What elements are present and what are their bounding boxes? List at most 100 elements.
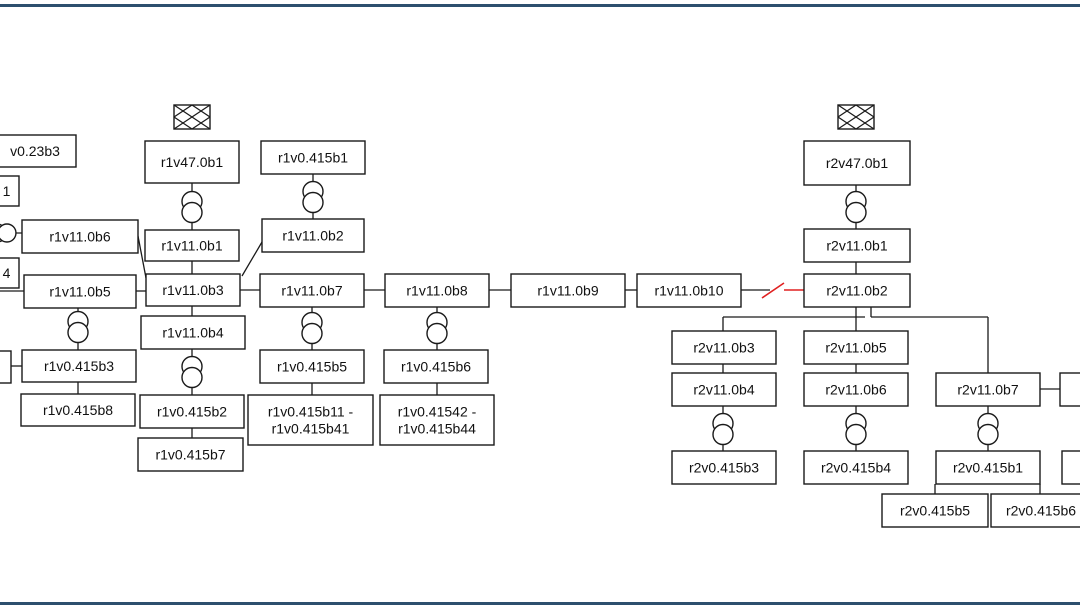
bus-node-box: [803, 140, 911, 186]
bus-node-box: [21, 219, 139, 254]
bus-node-label: r2v11.0b4: [693, 382, 754, 398]
bus-node: r1v11.0b5: [23, 274, 137, 309]
bus-node: r1v11.0b6: [21, 219, 139, 254]
bus-node-label: r2v11.0b6: [825, 382, 886, 398]
bus-node-box: [379, 394, 495, 446]
bus-node-label: r1v11.0b9: [537, 283, 598, 299]
bus-node: r1v0.415b6: [383, 349, 489, 384]
bus-node: r1v11.0b10: [636, 273, 742, 308]
bus-node-box: [0, 257, 20, 289]
bus-node-label: r1v0.41542 -: [398, 404, 477, 420]
bus-node-box: [803, 450, 909, 485]
bus-node: [1059, 372, 1080, 407]
bus-node-label: r1v47.0b1: [161, 154, 223, 170]
top-border: [0, 4, 1080, 7]
bus-node-box: [803, 330, 909, 365]
transformer-icon: [181, 190, 203, 224]
bus-node: r2v47.0b1: [803, 140, 911, 186]
bus-node-box: [671, 372, 777, 407]
bus-node: r1v0.415b8: [20, 393, 136, 427]
bus-node-box: [145, 273, 241, 307]
bus-nodes: v0.23b3 1 4 r1v11.0b6 r1v11.0b5 r1v0.415b3 r1v…: [0, 134, 1080, 528]
external-grid-icon: [173, 104, 211, 130]
transformer-icon: [845, 412, 867, 446]
external-grid-icon: [837, 104, 875, 130]
bus-node-label: r2v0.415b1: [953, 460, 1023, 476]
bus-node-box: [20, 393, 136, 427]
bus-node-box: [140, 315, 246, 350]
bus-node-box: [935, 372, 1041, 407]
transformer-icon: [712, 412, 734, 446]
connection-line: [241, 241, 263, 277]
bus-node: r2v0.415b6: [990, 493, 1080, 528]
bus-node-label: r2v11.0b1: [826, 238, 887, 254]
bus-node-label: r2v11.0b7: [957, 382, 1018, 398]
bus-node: r2v11.0b3: [671, 330, 777, 365]
bus-node: r1v11.0b4: [140, 315, 246, 350]
transformer-icon: [845, 190, 867, 224]
bus-node-box: [935, 450, 1041, 485]
bus-node: r2v11.0b7: [935, 372, 1041, 407]
bus-node-box: [259, 349, 365, 384]
bus-node-box: [803, 228, 911, 263]
bus-node-label: 4: [3, 265, 11, 281]
bus-node-box: [260, 140, 366, 175]
bus-node-label: r2v47.0b1: [826, 155, 888, 171]
bus-node: r2v11.0b5: [803, 330, 909, 365]
bus-node: 1: [0, 175, 20, 207]
bus-node-box: [384, 273, 490, 308]
bus-node-label: r2v0.415b6: [1006, 503, 1076, 519]
bus-node: r2v11.0b4: [671, 372, 777, 407]
bus-node-label: r1v11.0b1: [161, 238, 222, 254]
bus-node-label: r1v0.415b5: [277, 359, 347, 375]
bus-node-label: r1v0.415b41: [272, 421, 350, 437]
bus-node: [1061, 450, 1080, 485]
bus-node-box: [881, 493, 989, 528]
bus-node: v0.23b3: [0, 134, 77, 168]
bus-node-box: [803, 273, 911, 308]
transformer-icon: [426, 311, 448, 345]
bus-node-box: [144, 140, 240, 184]
bus-node-label: r1v0.415b3: [44, 358, 114, 374]
bus-node: r1v11.0b2: [261, 218, 365, 253]
bus-node-box: [1059, 372, 1080, 407]
bus-node-label: r1v0.415b6: [401, 359, 471, 375]
bus-node: r2v0.415b1: [935, 450, 1041, 485]
bus-node-box: [0, 134, 77, 168]
bus-node-box: [1061, 450, 1080, 485]
bus-node: r1v0.415b5: [259, 349, 365, 384]
connection-line: [137, 235, 147, 279]
bus-node-box: [990, 493, 1080, 528]
bus-node-label: r2v11.0b5: [825, 340, 886, 356]
bus-node-box: [144, 229, 240, 262]
transformer-icon: [977, 412, 999, 446]
bus-node-label: r1v0.415b2: [157, 404, 227, 420]
bus-node: r2v11.0b6: [803, 372, 909, 407]
bus-node: r1v11.0b1: [144, 229, 240, 262]
bus-node: r1v11.0b3: [145, 273, 241, 307]
bus-node-label: r1v0.415b11 -: [268, 404, 354, 420]
bus-node-box: [0, 175, 20, 207]
bus-node-box: [139, 394, 245, 429]
bus-node-label: r1v11.0b6: [49, 229, 110, 245]
bus-node-box: [671, 450, 777, 485]
bottom-border: [0, 602, 1080, 605]
bus-node: r2v11.0b2: [803, 273, 911, 308]
bus-node-box: [510, 273, 626, 308]
bus-node-label: r1v11.0b3: [162, 282, 223, 298]
bus-node-label: r1v11.0b8: [406, 283, 467, 299]
bus-node-label: 1: [3, 183, 11, 199]
bus-node: r2v0.415b4: [803, 450, 909, 485]
bus-node: r2v11.0b1: [803, 228, 911, 263]
bus-node-label: r1v11.0b7: [281, 283, 342, 299]
bus-node: r1v0.415b2: [139, 394, 245, 429]
bus-node-label: r2v11.0b3: [693, 340, 754, 356]
bus-node-label: r1v11.0b2: [282, 228, 343, 244]
bus-node: r1v0.415b7: [137, 437, 244, 472]
bus-node-label: r2v0.415b3: [689, 460, 759, 476]
bus-node: r1v11.0b9: [510, 273, 626, 308]
bus-node-box: [137, 437, 244, 472]
bus-node: r2v0.415b5: [881, 493, 989, 528]
bus-node-label: r2v0.415b4: [821, 460, 891, 476]
